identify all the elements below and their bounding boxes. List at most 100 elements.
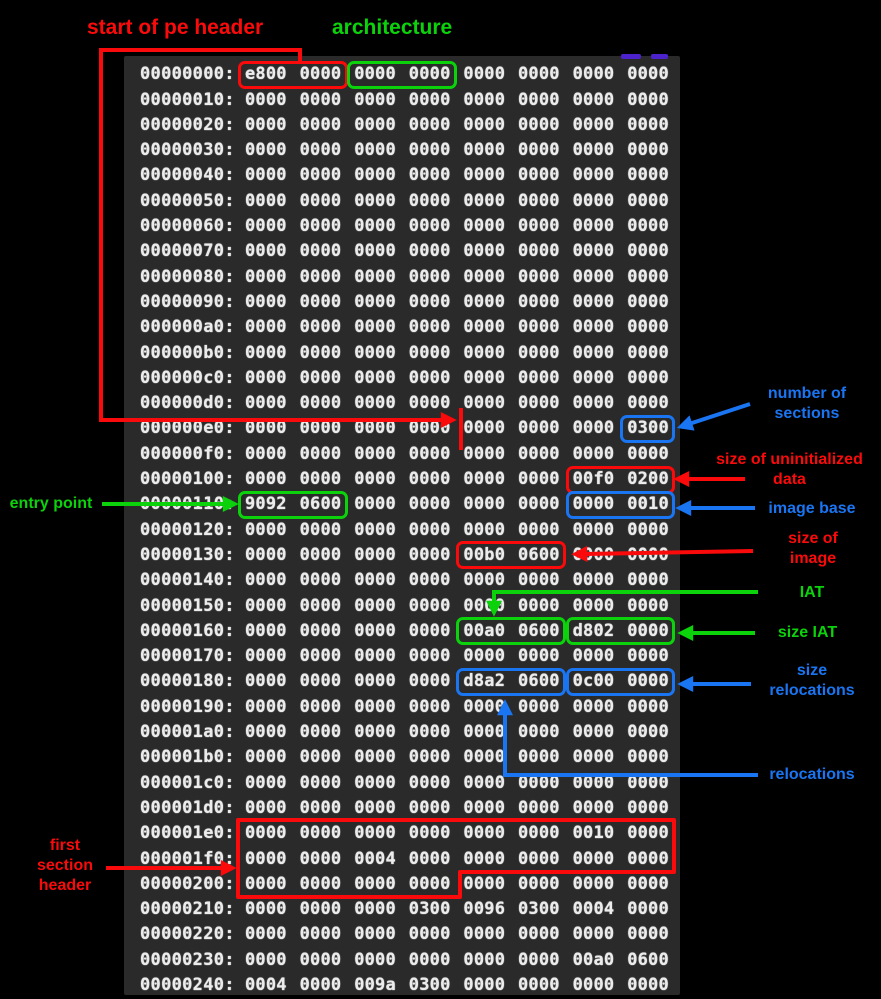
hex-group: 00b0 <box>463 544 506 565</box>
hex-group: 0000 <box>354 266 396 287</box>
hex-group: 0000 <box>463 291 506 312</box>
hex-group: 0000 <box>299 595 342 616</box>
hex-group: 0000 <box>408 949 451 970</box>
hex-group: 0000 <box>408 873 451 894</box>
hex-address: 000000f0: <box>140 443 235 464</box>
hex-group: d8a2 <box>463 671 506 692</box>
hex-address: 00000120: <box>140 519 235 540</box>
hex-group: 0300 <box>518 899 560 920</box>
hex-address: 00000080: <box>140 266 235 287</box>
hex-group: 0000 <box>572 89 615 110</box>
hex-group: 0000 <box>572 519 615 540</box>
hex-group: 0000 <box>627 140 669 161</box>
number-of-sections-label-line: number of <box>767 385 847 402</box>
hex-group: 0000 <box>354 949 396 970</box>
hex-group: 0000 <box>354 114 396 135</box>
size-of-uninitialized-data-label-line: size of uninitialized <box>716 451 863 468</box>
hex-group: 0000 <box>463 696 506 717</box>
hex-group: 0300 <box>408 974 451 995</box>
hex-group: 0000 <box>354 747 396 768</box>
hex-group: 0000 <box>518 974 560 995</box>
hex-group: 0000 <box>245 140 287 161</box>
hex-group: 0000 <box>354 696 396 717</box>
hex-group: 0000 <box>408 519 451 540</box>
hex-group: 0000 <box>408 367 451 388</box>
hex-group: 0004 <box>572 899 615 920</box>
hex-group: 0000 <box>518 64 560 85</box>
hex-group: 0000 <box>299 165 342 186</box>
hex-group: 0600 <box>518 620 560 641</box>
hex-address: 00000210: <box>140 899 235 920</box>
hex-address: 00000110: <box>140 494 235 515</box>
hex-group: 0000 <box>627 620 669 641</box>
hex-address: 00000000: <box>140 64 235 85</box>
hex-group: 0000 <box>408 216 451 237</box>
hex-group: 0000 <box>518 722 560 743</box>
hex-group: 0000 <box>299 317 342 338</box>
hex-group: 0000 <box>518 418 560 439</box>
hex-group: 0000 <box>518 140 560 161</box>
hex-group: 0000 <box>354 620 396 641</box>
hex-group: 0000 <box>354 595 396 616</box>
hex-group: 0000 <box>627 64 669 85</box>
hex-group: 0000 <box>463 190 506 211</box>
hex-group: 0000 <box>408 241 451 262</box>
hex-group: 0000 <box>299 797 342 818</box>
hex-group: 0000 <box>572 974 615 995</box>
hex-group: 0000 <box>463 722 506 743</box>
hex-group: 0000 <box>518 848 560 869</box>
hex-group: 0000 <box>408 317 451 338</box>
hex-group: 0000 <box>408 165 451 186</box>
hex-address: 000000c0: <box>140 367 235 388</box>
image-base-label: image base <box>768 500 856 517</box>
hex-group: 0000 <box>627 772 669 793</box>
hex-address: 00000070: <box>140 241 235 262</box>
hex-group: 0000 <box>299 949 342 970</box>
hex-group: 0000 <box>572 924 615 945</box>
hex-group: 0000 <box>518 924 560 945</box>
hex-group: 009a <box>354 974 396 995</box>
hex-group: 0000 <box>299 620 342 641</box>
hex-group: 0000 <box>245 241 287 262</box>
hex-group: 0000 <box>245 848 287 869</box>
hex-group: 0000 <box>245 266 287 287</box>
hex-group: 0000 <box>463 443 506 464</box>
hex-group: 0000 <box>245 747 287 768</box>
hex-group: 0000 <box>627 266 669 287</box>
hex-address: 00000160: <box>140 620 235 641</box>
hex-group: 0000 <box>518 595 560 616</box>
hex-group: 0000 <box>627 190 669 211</box>
hex-group: 0000 <box>299 190 342 211</box>
hex-group: 0c00 <box>572 671 615 692</box>
hex-group: 0000 <box>354 899 396 920</box>
hex-group: 0000 <box>299 469 342 490</box>
hex-group: 0000 <box>354 646 396 667</box>
hex-group: 0000 <box>463 848 506 869</box>
hex-group: 0000 <box>299 393 342 414</box>
hex-group: 0000 <box>572 241 615 262</box>
start-of-pe-header-label: start of pe header <box>87 16 264 39</box>
hex-address: 00000200: <box>140 873 235 894</box>
hex-group: 0000 <box>299 646 342 667</box>
hex-group: 0000 <box>299 696 342 717</box>
hex-group: 0000 <box>627 342 669 363</box>
hex-group: 0000 <box>354 241 396 262</box>
hex-group: 0000 <box>518 165 560 186</box>
hex-group: 0000 <box>245 772 287 793</box>
hex-address: 00000100: <box>140 469 235 490</box>
hex-group: 0000 <box>408 140 451 161</box>
hex-group: 0000 <box>408 646 451 667</box>
hex-group: 0000 <box>572 443 615 464</box>
